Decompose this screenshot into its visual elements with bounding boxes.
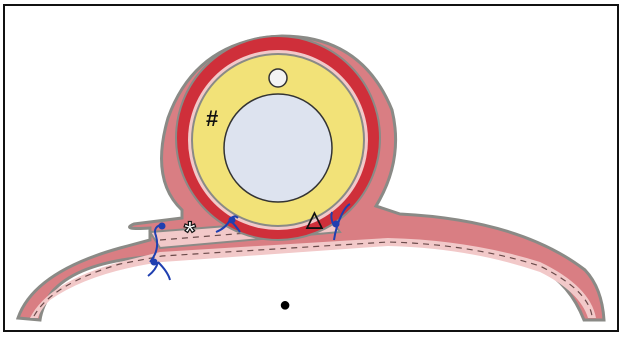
label-triangle: △ [306,206,323,231]
label-hash: # [206,106,218,131]
suture-knot [229,217,236,224]
label-asterisk: * [184,216,196,249]
suture-knot [333,221,340,228]
small-circle [269,69,287,87]
lumen [224,94,332,202]
suture-knot [151,259,158,266]
label-dot: ● [279,294,291,316]
suture-knot [159,223,166,230]
